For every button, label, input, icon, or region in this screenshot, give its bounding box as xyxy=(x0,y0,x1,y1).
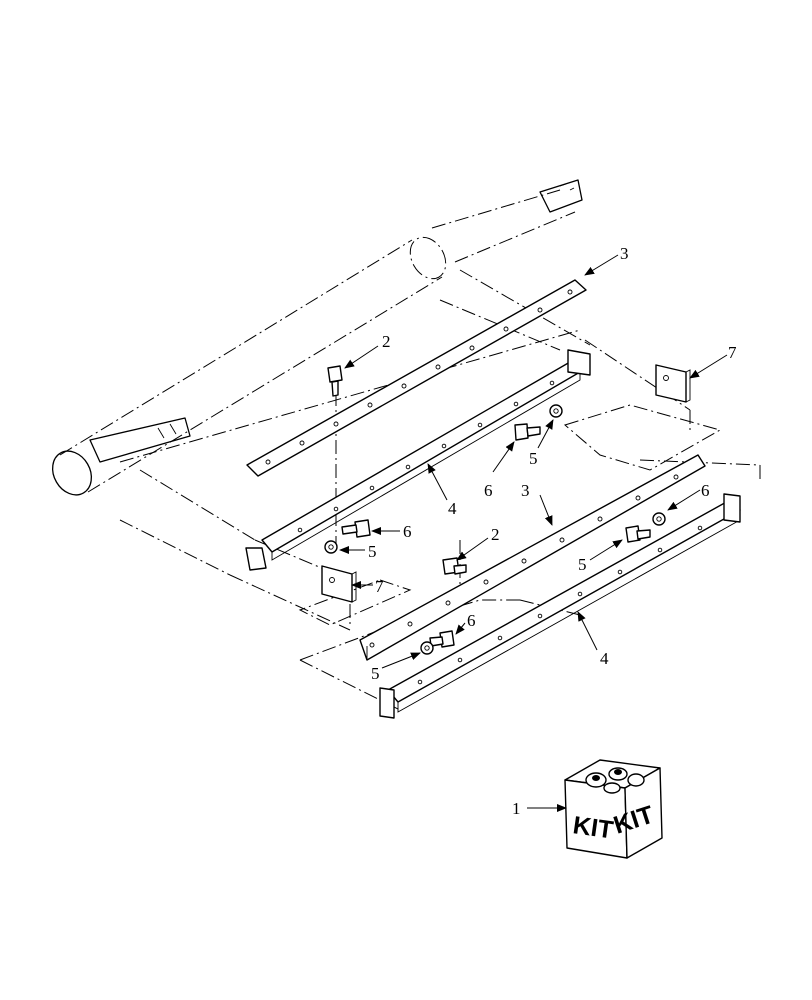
callout-5-lower-right: 5 xyxy=(578,555,587,574)
leader-lines xyxy=(339,254,728,812)
callout-3-lower: 3 xyxy=(521,481,530,500)
callout-2-upper: 2 xyxy=(382,332,391,351)
callout-6-left: 6 xyxy=(403,522,412,541)
lower-hardware xyxy=(420,512,666,655)
hardware-kit-box xyxy=(564,759,663,859)
callout-2-lower: 2 xyxy=(491,525,500,544)
mounting-plate-left-upper xyxy=(321,565,357,603)
callout-1-kit: 1 xyxy=(512,799,521,818)
upper-hardware xyxy=(324,365,563,554)
kit-box-left-label: KIT xyxy=(571,811,615,844)
callout-6-center: 6 xyxy=(484,481,493,500)
callout-7-upper: 7 xyxy=(728,343,737,362)
knife-back-bar-upper xyxy=(246,279,587,477)
knife-channel-bar-upper xyxy=(245,349,591,571)
callout-5-lower-left: 5 xyxy=(371,664,380,683)
callout-4-lower: 4 xyxy=(600,649,609,668)
callout-6-lower-left: 6 xyxy=(467,611,476,630)
callout-5-left: 5 xyxy=(368,542,377,561)
callout-4-upper: 4 xyxy=(448,499,457,518)
knife-channel-bar-lower xyxy=(379,493,741,719)
knife-back-bar-lower xyxy=(359,454,706,661)
mounting-plate-right-upper xyxy=(655,364,691,403)
callout-6-lower-right: 6 xyxy=(701,481,710,500)
callout-5-center: 5 xyxy=(529,449,538,468)
callout-3-upper: 3 xyxy=(620,244,629,263)
callout-7-lower: 7 xyxy=(375,577,384,596)
